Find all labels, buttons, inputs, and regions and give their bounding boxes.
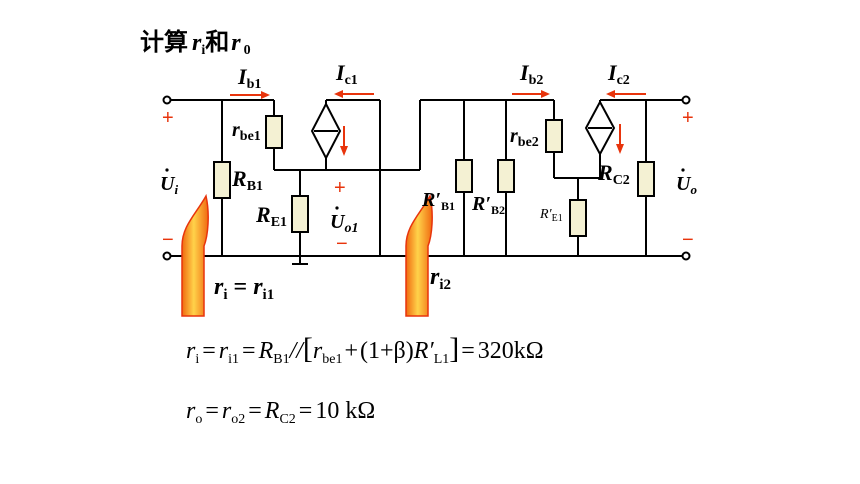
uo-plus: + — [682, 107, 694, 129]
output-terminal-bottom — [681, 251, 691, 261]
input-terminal-bottom — [162, 251, 172, 261]
svg-text:Ui: Ui — [160, 173, 178, 197]
label-rb1-prime: R′B1 — [421, 189, 455, 213]
resistor-rc2 — [637, 161, 655, 197]
label-rbe2: rbe2 — [510, 125, 539, 150]
input-terminal-top — [162, 95, 172, 105]
svg-text:Uo: Uo — [676, 173, 697, 197]
label-uo1: Uo1 — [330, 206, 358, 236]
label-ib1: Ib1 — [237, 64, 261, 92]
stage2-wiring — [420, 95, 691, 261]
label-ib2: Ib2 — [519, 60, 543, 88]
label-uo: Uo — [676, 168, 697, 197]
resistor-rbe1 — [265, 115, 283, 149]
label-rbe1: rbe1 — [232, 119, 261, 144]
resistor-rb2-prime — [497, 159, 515, 193]
label-rb1: RB1 — [231, 166, 263, 194]
formula-ro: ro=ro2=RC2=10 kΩ — [186, 398, 375, 427]
uo-minus: − — [682, 229, 694, 251]
formula-ri: ri=ri1=RB1//[rbe1+(1+β)R′L1]=320kΩ — [186, 332, 544, 367]
uo1-plus: + — [334, 177, 346, 199]
label-ic2: Ic2 — [607, 60, 630, 88]
uo1-minus: − — [336, 233, 348, 255]
flame-icon-ri2 — [405, 193, 433, 317]
ui-minus: − — [162, 229, 174, 251]
output-terminal-top — [681, 95, 691, 105]
resistor-rb1 — [213, 161, 231, 199]
resistor-re1 — [291, 195, 309, 233]
current-arrows — [230, 90, 646, 156]
current-source-1 — [310, 101, 342, 161]
label-ri-equals-ri1: ri = ri1 — [214, 274, 274, 303]
resistor-rb1-prime — [455, 159, 473, 193]
label-re1-prime: R′E1 — [539, 207, 563, 224]
flame-icon-ri — [181, 193, 209, 317]
label-ri2: ri2 — [430, 264, 451, 293]
label-rc2: RC2 — [597, 160, 630, 188]
resistor-rbe2 — [545, 119, 563, 153]
svg-text:Uo1: Uo1 — [330, 211, 358, 236]
resistor-re1-prime — [569, 199, 587, 237]
label-ui: Ui — [160, 168, 178, 197]
ui-plus: + — [162, 107, 174, 129]
label-ic1: Ic1 — [335, 60, 358, 88]
label-re1: RE1 — [255, 202, 287, 230]
current-source-2 — [584, 99, 616, 157]
label-rb2-prime: R′B2 — [471, 193, 505, 217]
